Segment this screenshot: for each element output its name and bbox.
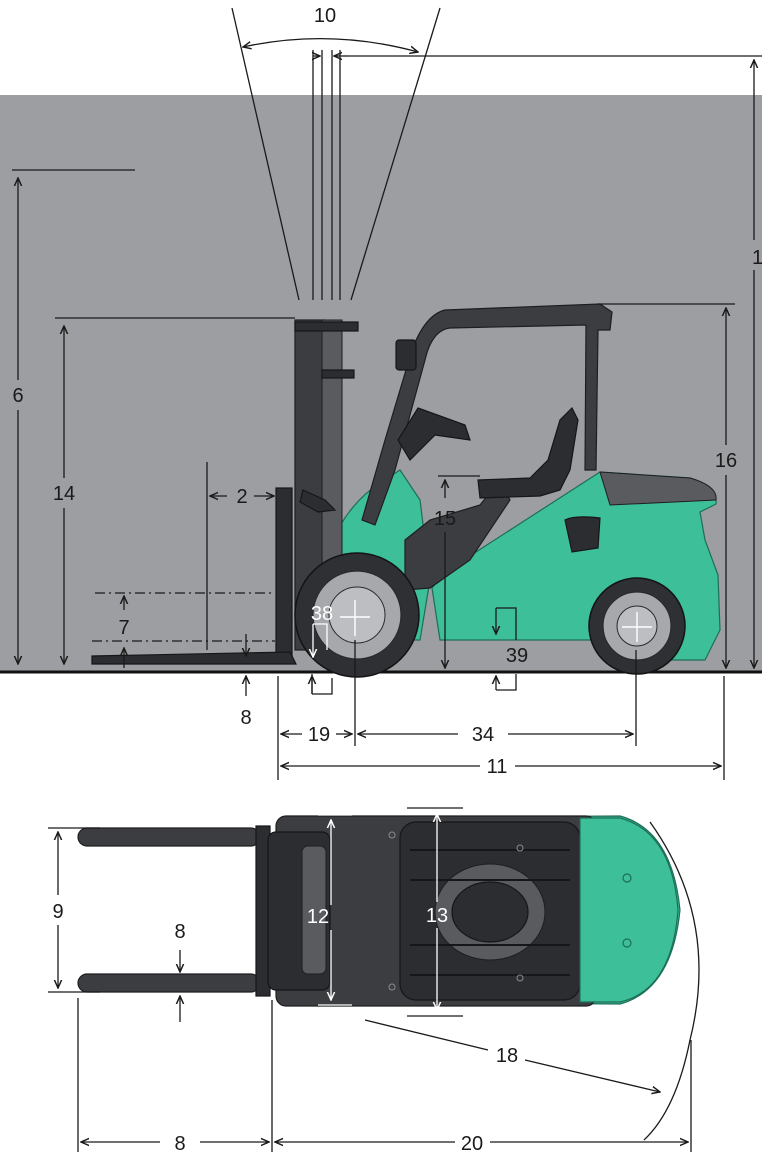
- label-mast-extended-height: 17: [752, 247, 762, 269]
- forklift-top-illustration: [77, 815, 681, 1007]
- dim-mast-lowered-height: 14: [53, 317, 295, 664]
- dim-front-tread: 12: [307, 814, 352, 1006]
- dim-mast-extended-height: 17: [752, 60, 762, 668]
- label-overall-width: 13: [426, 905, 448, 927]
- forklift-side-illustration: [91, 303, 721, 678]
- dim-bottom-row: 8 20: [77, 998, 692, 1155]
- label-fork-width: 8: [174, 921, 185, 943]
- dim-turning-radius: 18: [364, 1019, 660, 1092]
- label-mast-ground-clearance: 38: [311, 603, 333, 625]
- label-length-to-fork-face: 20: [461, 1133, 483, 1155]
- dim-mast-ground-clearance: 38: [311, 603, 333, 695]
- dim-overhead-guard-height: 16: [598, 303, 737, 668]
- label-fork-overhang: 2: [236, 486, 247, 508]
- label-fork-spread: 9: [52, 901, 63, 923]
- label-turning-radius: 18: [496, 1045, 518, 1067]
- label-mast-tilt: 10: [314, 5, 336, 27]
- label-center-ground-clearance: 39: [506, 645, 528, 667]
- label-front-overhang: 19: [308, 724, 330, 746]
- dim-fork-free-lift: 7: [92, 592, 275, 668]
- label-fork-length: 8: [174, 1133, 185, 1155]
- dim-max-lift-height: 6: [12, 169, 135, 664]
- label-overhead-guard-height: 16: [715, 450, 737, 472]
- dim-overall-width: 13: [407, 807, 463, 1017]
- dim-center-ground-clearance: 39: [496, 607, 528, 691]
- label-fork-thickness: 8: [240, 707, 251, 729]
- dim-length-row: 19 34 11: [277, 640, 725, 780]
- top-view: 12 13 9 8 18: [48, 807, 700, 1155]
- dim-fork-spread: 9: [48, 827, 100, 993]
- label-front-tread: 12: [307, 906, 329, 928]
- dim-fork-thickness: 8: [240, 676, 252, 729]
- label-max-lift-height: 6: [12, 385, 23, 407]
- side-view: 6 14 2 7 8: [0, 5, 762, 780]
- dim-seat-height: 15: [434, 475, 480, 668]
- mast-tilt-lines: [231, 7, 762, 301]
- dim-fork-overhang: 2: [206, 462, 274, 650]
- label-fork-free-lift: 7: [118, 617, 129, 639]
- label-wheelbase: 34: [472, 724, 494, 746]
- dim-fork-width: 8: [174, 921, 186, 1022]
- label-seat-height: 15: [434, 508, 456, 530]
- label-mast-lowered-height: 14: [53, 483, 75, 505]
- label-overall-length: 11: [487, 756, 508, 778]
